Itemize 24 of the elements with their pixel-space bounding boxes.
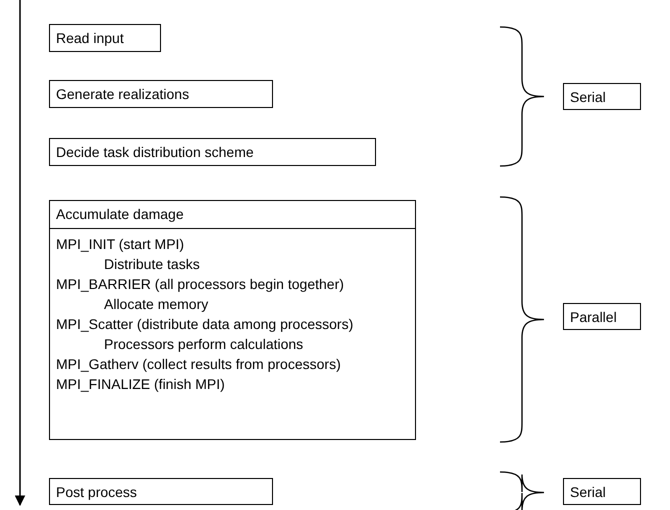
box-label: Serial xyxy=(570,482,606,500)
box-label: Parallel xyxy=(570,308,617,326)
box-label: Generate realizations xyxy=(56,85,190,103)
process-box xyxy=(49,138,376,166)
step-text: MPI_FINALIZE (finish MPI) xyxy=(56,375,225,393)
step-text: MPI_BARRIER (all processors begin together) xyxy=(56,275,344,293)
box-label: Serial xyxy=(570,88,606,106)
step-text: MPI_INIT (start MPI) xyxy=(56,235,184,253)
step-text: Distribute tasks xyxy=(104,255,200,273)
step-text: MPI_Scatter (distribute data among processors) xyxy=(56,315,354,333)
box-label: Decide task distribution scheme xyxy=(56,143,254,161)
box-label: Post process xyxy=(56,482,137,500)
step-text: Allocate memory xyxy=(104,295,208,313)
process-group-box xyxy=(49,200,416,440)
step-text: Processors perform calculations xyxy=(104,335,304,353)
phase-label-box xyxy=(563,83,641,110)
process-box xyxy=(49,478,273,505)
process-box xyxy=(49,24,161,52)
step-text: MPI_Gatherv (collect results from processors) xyxy=(56,355,341,373)
process-box xyxy=(49,80,273,108)
group-heading: Accumulate damage xyxy=(56,205,184,223)
box-label: Read input xyxy=(56,29,124,47)
phase-label-box xyxy=(563,478,641,505)
phase-label-box xyxy=(563,303,641,330)
